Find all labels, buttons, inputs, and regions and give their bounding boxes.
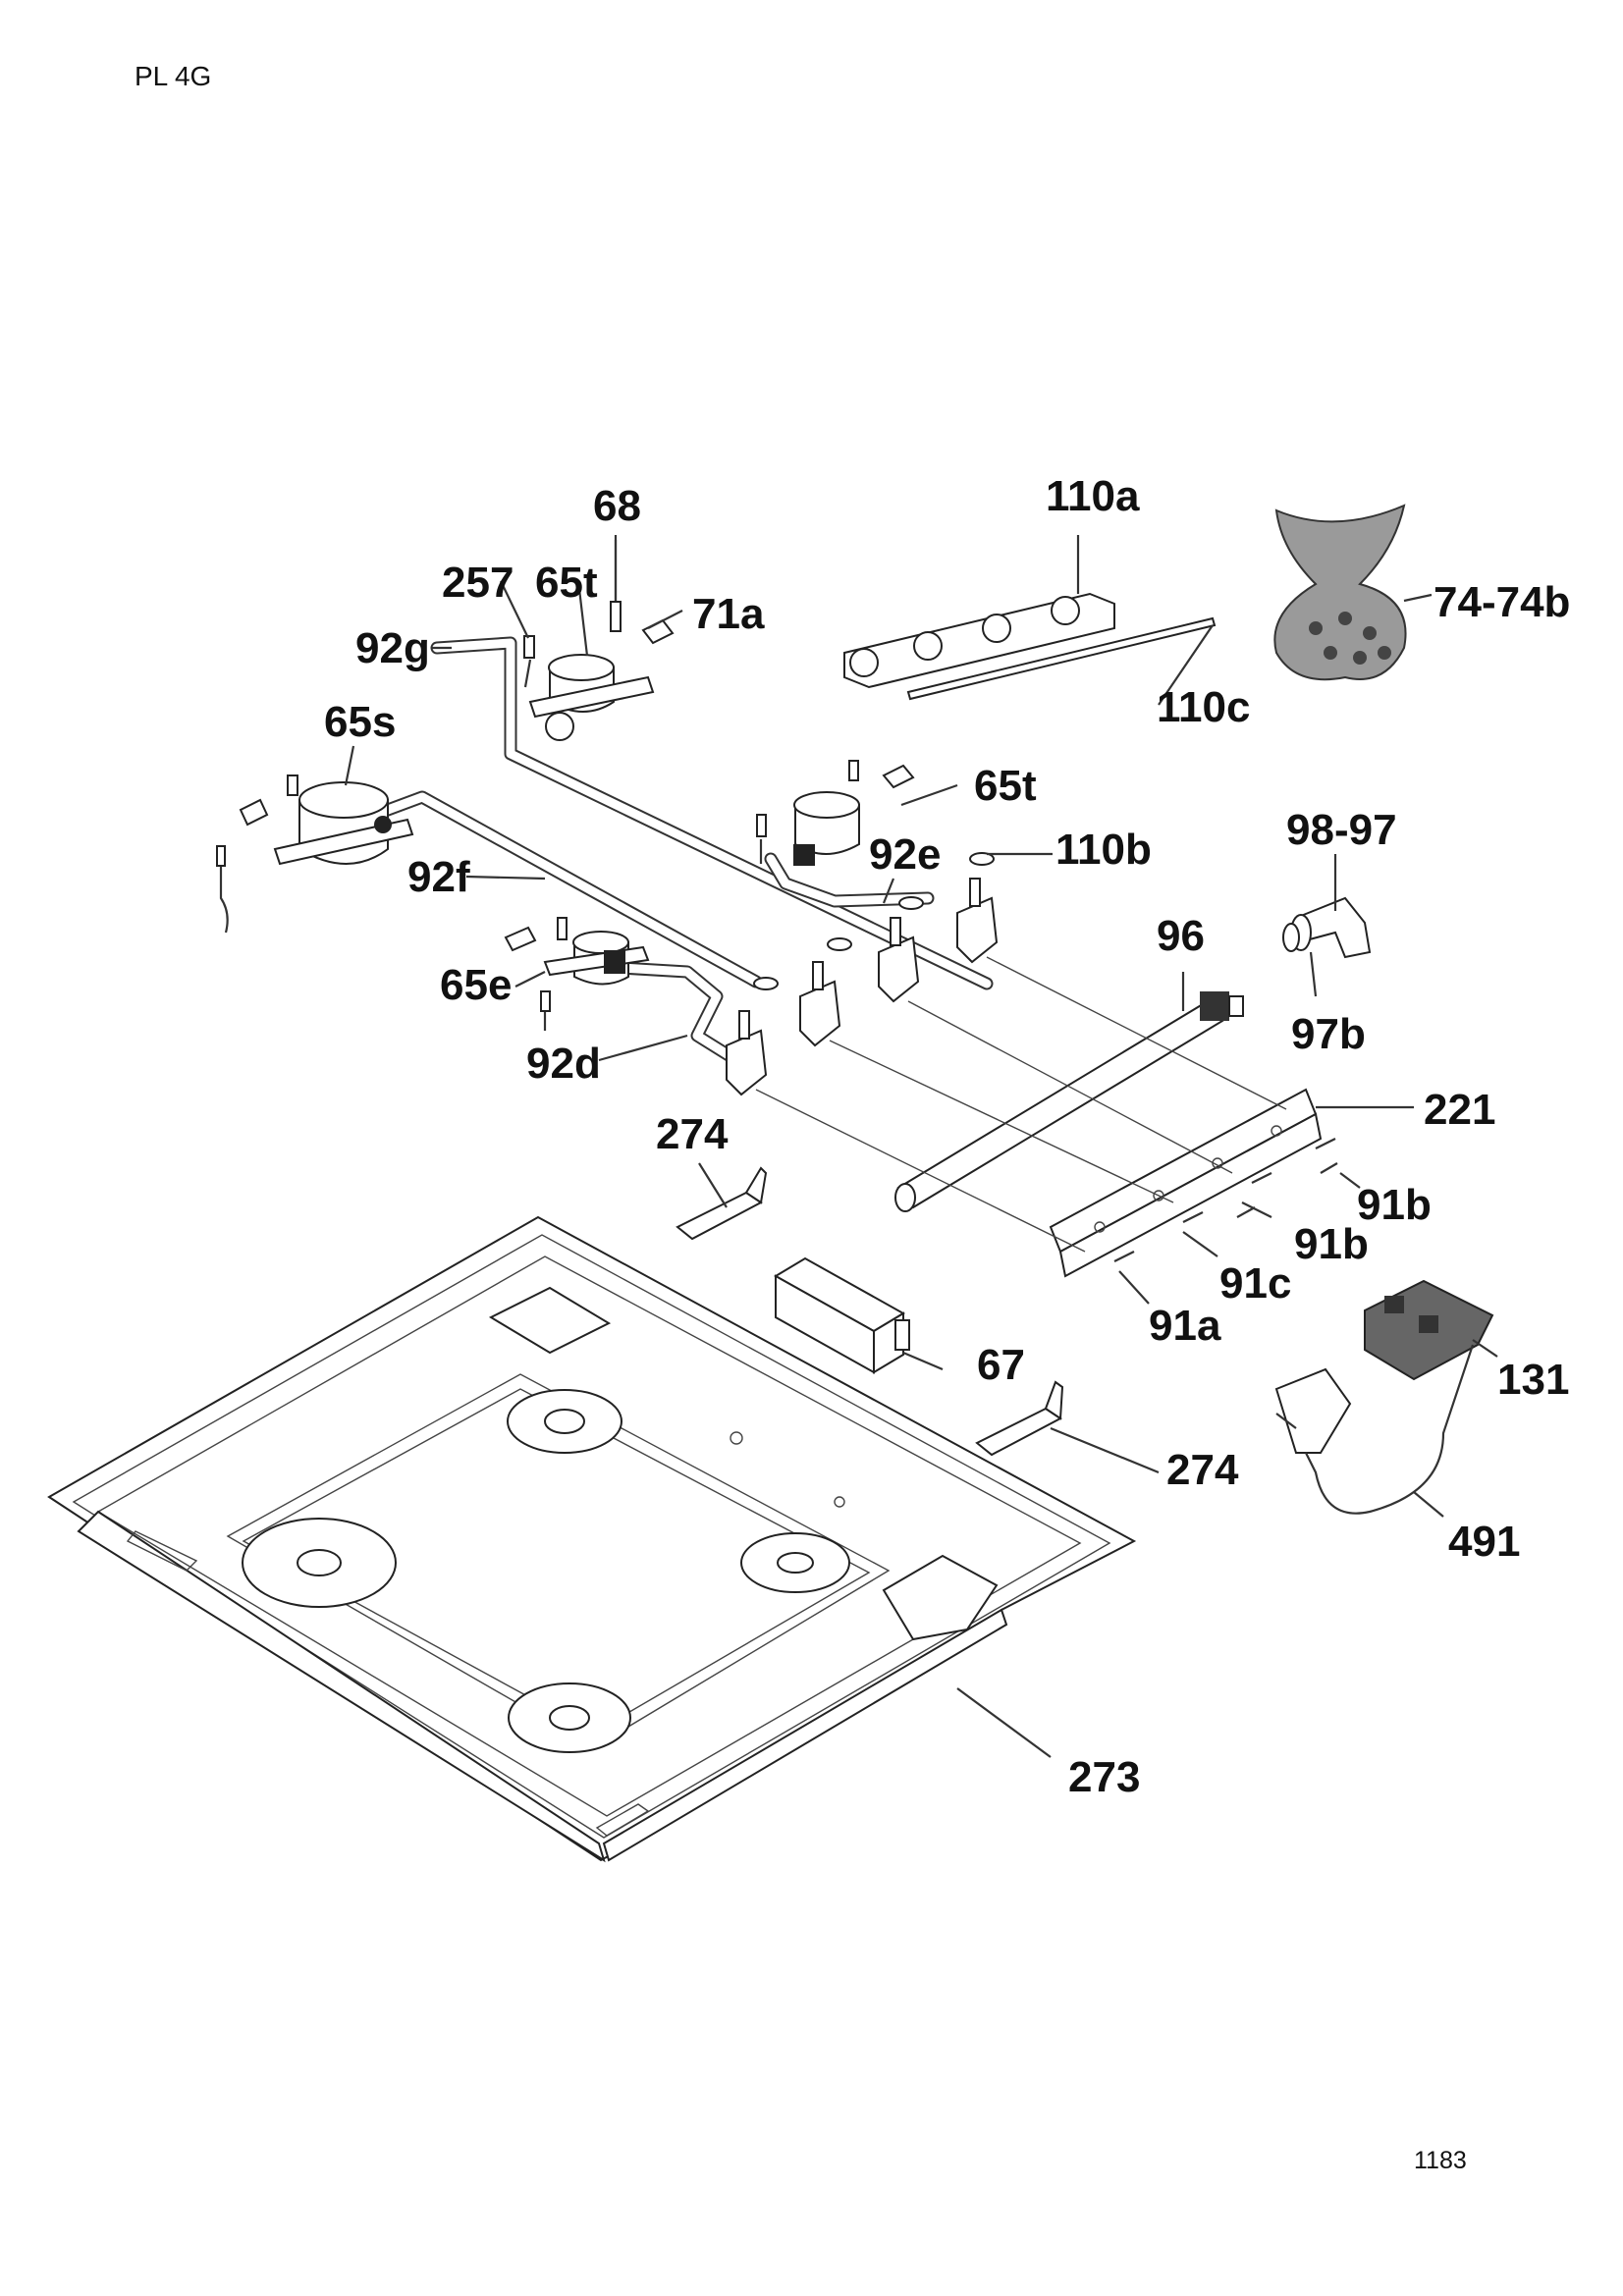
gas-taps	[726, 878, 999, 1096]
gas-pipes	[381, 636, 994, 1067]
mains-cable-491	[1274, 1344, 1475, 1515]
washers-110b	[753, 852, 995, 990]
terminal-block-131	[1364, 1279, 1494, 1381]
callout-92f: 92f	[407, 853, 470, 901]
callout-110b: 110b	[1055, 826, 1152, 874]
callout-67: 67	[977, 1341, 1025, 1389]
callout-98-97: 98-97	[1286, 806, 1397, 854]
elbow-fitting-98-97	[1282, 896, 1372, 959]
callout-91c: 91c	[1219, 1259, 1291, 1308]
callout-221: 221	[1424, 1086, 1495, 1134]
injectors-small	[287, 760, 859, 940]
model-code: PL 4G	[135, 61, 212, 91]
screws-91	[1113, 1138, 1338, 1262]
callout-92g: 92g	[355, 624, 430, 672]
callout-110c: 110c	[1157, 683, 1250, 731]
callout-131: 131	[1497, 1356, 1569, 1404]
gasket-strip-110c	[906, 616, 1217, 701]
callout-65t-top: 65t	[535, 559, 598, 607]
burner-cup-65t-mid	[793, 791, 860, 866]
tap-connector-lines	[755, 956, 1287, 1253]
callout-74-74b: 74-74b	[1434, 578, 1570, 626]
callout-257: 257	[442, 559, 514, 607]
burner-cup-65s	[273, 781, 414, 866]
callout-65t-mid: 65t	[974, 762, 1037, 810]
clips-71a	[239, 618, 915, 952]
callout-labels: 68 110a 257 65t 71a 74-74b 92g 65s 110c …	[324, 472, 1570, 1801]
ignition-electrodes	[216, 635, 767, 1031]
callout-91a: 91a	[1149, 1302, 1221, 1350]
callout-274-top: 274	[656, 1110, 729, 1158]
manifold-bar-221	[1049, 1088, 1323, 1278]
callout-65e: 65e	[440, 961, 512, 1009]
callout-68: 68	[593, 482, 641, 530]
leader-lines	[344, 535, 1498, 1758]
callout-92e: 92e	[869, 830, 941, 879]
fixing-clip-274-lower	[975, 1380, 1064, 1457]
burner-cup-65e	[543, 931, 650, 986]
callout-91b-1: 91b	[1357, 1181, 1432, 1229]
nozzle-bag-74-74b	[1273, 504, 1407, 681]
thermocouple-bracket-110a	[843, 592, 1115, 689]
spark-generator-67	[774, 1256, 910, 1374]
callout-65s: 65s	[324, 698, 396, 746]
burner-cup-65t-top	[528, 654, 655, 741]
callout-91b-2: 91b	[1294, 1220, 1369, 1268]
callout-97b: 97b	[1291, 1010, 1366, 1058]
callout-110a: 110a	[1046, 472, 1140, 520]
callout-274-bottom: 274	[1166, 1446, 1239, 1494]
callout-96: 96	[1157, 912, 1205, 960]
gas-ramp-tube-96	[894, 991, 1244, 1212]
hob-base-pan	[47, 1215, 1137, 1863]
fixing-clip-274-upper	[676, 1166, 768, 1241]
callout-273: 273	[1068, 1753, 1140, 1801]
page-number: 1183	[1414, 2147, 1467, 2174]
callout-491: 491	[1448, 1518, 1520, 1566]
callout-92d: 92d	[526, 1040, 601, 1088]
callout-71a: 71a	[692, 590, 765, 638]
